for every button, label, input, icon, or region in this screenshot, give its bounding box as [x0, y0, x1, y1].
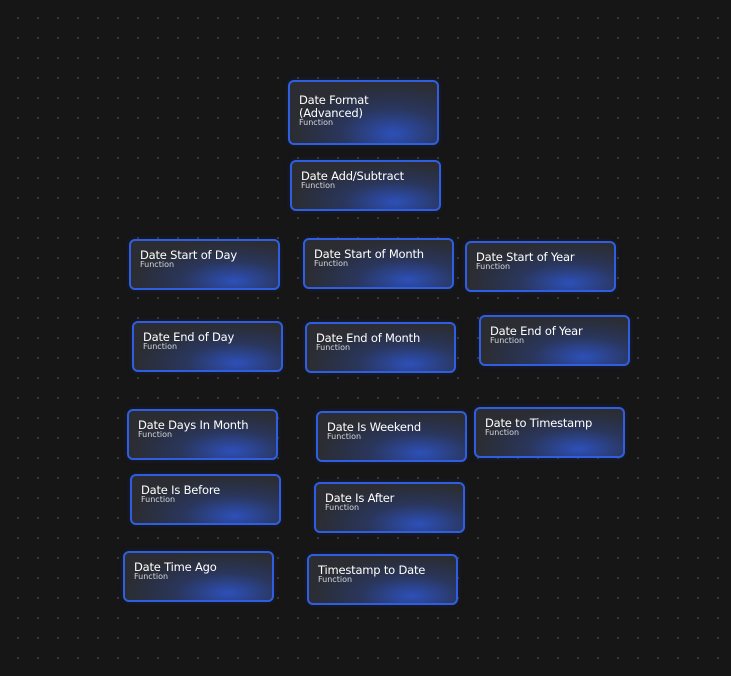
node-date-start-of-year[interactable]: Date Start of Year Function: [465, 241, 616, 292]
node-title: Date End of Day: [143, 330, 235, 344]
node-title: Date Format (Advanced): [299, 93, 369, 120]
node-title: Date Is After: [325, 491, 395, 505]
node-date-add-subtract[interactable]: Date Add/Subtract Function: [290, 160, 441, 211]
node-type: Function: [143, 342, 178, 351]
node-title: Date End of Month: [316, 331, 421, 345]
node-type: Function: [490, 336, 525, 345]
node-date-is-before[interactable]: Date Is Before Function: [130, 474, 281, 525]
node-date-end-of-month[interactable]: Date End of Month Function: [305, 322, 456, 373]
node-type: Function: [301, 181, 336, 190]
node-type: Function: [138, 430, 173, 439]
node-date-days-in-month[interactable]: Date Days In Month Function: [127, 409, 278, 460]
node-title: Date Start of Year: [476, 250, 575, 264]
node-title: Timestamp to Date: [318, 563, 426, 577]
node-date-to-timestamp[interactable]: Date to Timestamp Function: [474, 407, 625, 458]
node-date-time-ago[interactable]: Date Time Ago Function: [123, 551, 274, 602]
node-title: Date Is Before: [141, 483, 220, 497]
node-date-is-weekend[interactable]: Date Is Weekend Function: [316, 411, 467, 462]
node-type: Function: [134, 572, 169, 581]
node-type: Function: [141, 495, 176, 504]
node-title: Date End of Year: [490, 324, 583, 338]
node-title: Date Is Weekend: [327, 420, 421, 434]
node-type: Function: [314, 259, 349, 268]
node-date-end-of-day[interactable]: Date End of Day Function: [132, 321, 283, 372]
node-type: Function: [316, 343, 351, 352]
node-type: Function: [325, 503, 360, 512]
node-date-format-advanced[interactable]: Date Format (Advanced) Function: [288, 80, 439, 145]
node-type: Function: [485, 428, 520, 437]
node-date-start-of-day[interactable]: Date Start of Day Function: [129, 239, 280, 290]
node-date-end-of-year[interactable]: Date End of Year Function: [479, 315, 630, 366]
node-date-start-of-month[interactable]: Date Start of Month Function: [303, 238, 454, 289]
node-title: Date Start of Month: [314, 247, 424, 261]
node-title: Date Start of Day: [140, 248, 237, 262]
node-type: Function: [318, 575, 353, 584]
node-type: Function: [327, 432, 362, 441]
node-type: Function: [140, 260, 175, 269]
node-title: Date to Timestamp: [485, 416, 593, 430]
node-timestamp-to-date[interactable]: Timestamp to Date Function: [307, 554, 458, 605]
node-date-is-after[interactable]: Date Is After Function: [314, 482, 465, 533]
node-title: Date Time Ago: [134, 560, 217, 574]
node-title: Date Add/Subtract: [301, 169, 404, 183]
node-title: Date Days In Month: [138, 418, 249, 432]
node-type: Function: [476, 262, 511, 271]
node-type: Function: [299, 118, 334, 127]
